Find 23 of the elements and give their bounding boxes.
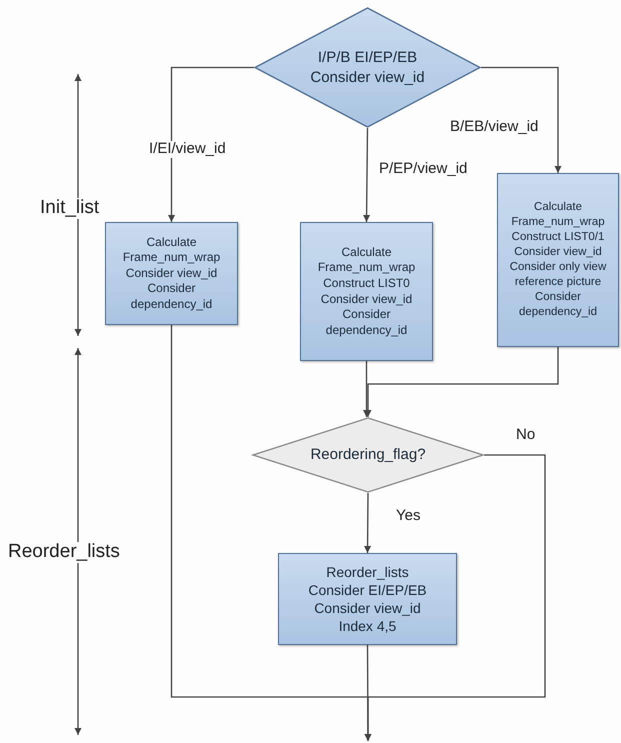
arrow bbox=[168, 66, 254, 222]
step-text: Calculate Frame_num_wrap Consider view_id Consider dependency_id bbox=[122, 234, 222, 312]
phase-label: Init_list bbox=[40, 198, 100, 219]
edge-label: B/EB/view_id bbox=[449, 119, 540, 136]
step-text: Calculate Frame_num_wrap Construct LIST0/1 Consider view_id Consider only view reference picture Consider dependency_id bbox=[508, 200, 608, 320]
arrow bbox=[363, 361, 370, 417]
step-text: Calculate Frame_num_wrap Construct LIST0 Consider view_id Consider dependency_id bbox=[316, 244, 416, 338]
arrow bbox=[363, 128, 370, 222]
arrow bbox=[364, 645, 372, 741]
decision-text: I/P/B EI/EP/EB Consider view_id bbox=[309, 48, 426, 87]
process-box bbox=[300, 222, 433, 361]
decision-text: Reordering_flag? bbox=[309, 445, 427, 465]
arrow bbox=[481, 66, 562, 173]
edge-label: P/EP/view_id bbox=[378, 161, 468, 178]
step-text: Reorder_lists Consider EI/EP/EB Consider view_id Index 4,5 bbox=[307, 562, 428, 636]
process-box bbox=[278, 553, 457, 645]
arrow bbox=[364, 347, 559, 417]
arrow bbox=[364, 493, 372, 553]
edge-label: I/EI/view_id bbox=[148, 141, 227, 158]
phase-label: Reorder_lists bbox=[8, 542, 120, 563]
decision-diamond bbox=[252, 417, 484, 493]
process-box bbox=[105, 222, 238, 325]
process-box bbox=[497, 173, 619, 347]
